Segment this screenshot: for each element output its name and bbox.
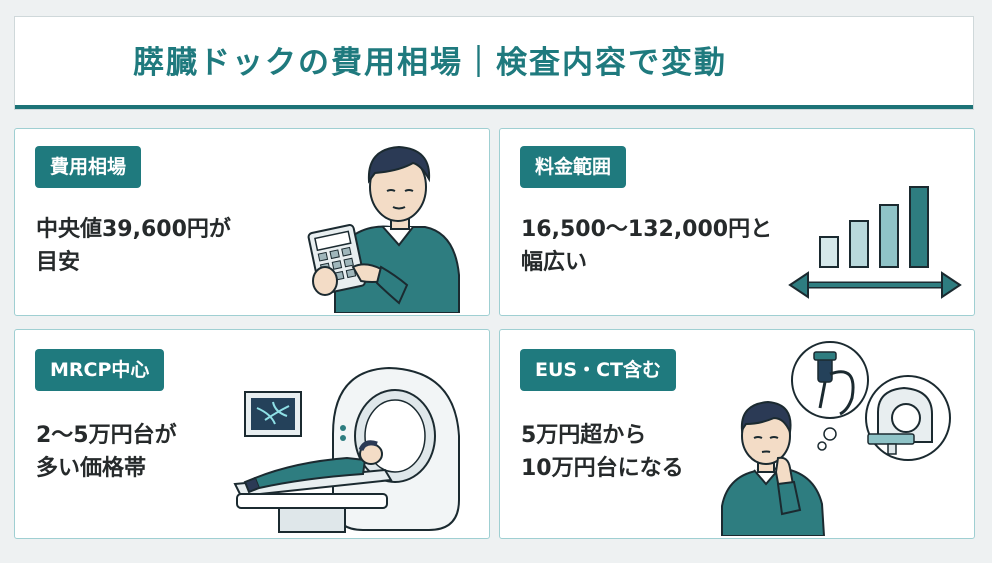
card-mrcp: MRCP中心 2〜5万円台が 多い価格帯: [14, 329, 490, 539]
card-text-line: 16,500〜132,000円と: [521, 217, 773, 242]
card-text-line: 多い価格帯: [36, 456, 147, 481]
card-badge: 費用相場: [35, 146, 142, 188]
card-text: 5万円超から 10万円台になる: [521, 419, 781, 485]
card-text-line: 目安: [36, 250, 81, 275]
person-calculator-icon: [307, 145, 460, 313]
card-text-line: 幅広い: [521, 250, 588, 275]
bar-chart-range-icon: [788, 186, 962, 299]
card-eus-ct: EUS・CT含む 5万円超から 10万円台になる: [499, 329, 975, 539]
card-badge: EUS・CT含む: [520, 349, 676, 391]
card-badge: MRCP中心: [35, 349, 165, 391]
mri-scanner-icon: [233, 366, 460, 533]
card-badge: 料金範囲: [520, 146, 627, 188]
title-banner: 膵臓ドックの費用相場｜検査内容で変動: [14, 16, 974, 110]
title-underline: [15, 105, 973, 109]
card-text: 16,500〜132,000円と 幅広い: [521, 213, 801, 279]
card-text: 2〜5万円台が 多い価格帯: [36, 419, 296, 485]
thinking-person-endoscope-ct-icon: [721, 341, 951, 536]
page-title: 膵臓ドックの費用相場｜検査内容で変動: [133, 45, 727, 81]
card-text-line: 中央値39,600円が: [36, 217, 231, 242]
card-text: 中央値39,600円が 目安: [36, 213, 296, 279]
card-text-line: 5万円超から: [521, 423, 647, 448]
card-text-line: 10万円台になる: [521, 456, 684, 481]
card-text-line: 2〜5万円台が: [36, 423, 177, 448]
card-cost-market: 費用相場 中央値39,600円が 目安: [14, 128, 490, 316]
card-price-range: 料金範囲 16,500〜132,000円と 幅広い: [499, 128, 975, 316]
